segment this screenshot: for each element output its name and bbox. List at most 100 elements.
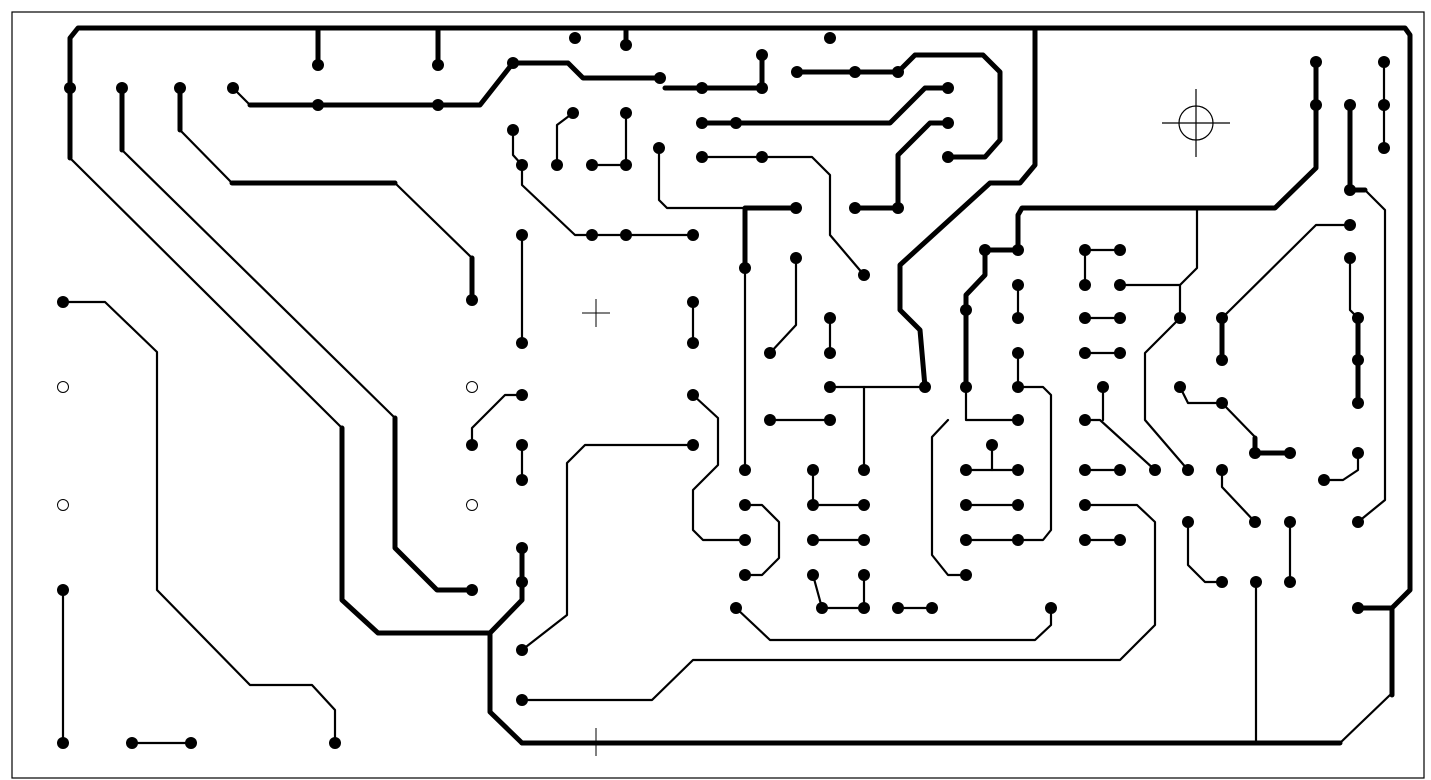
solder-pad	[1012, 347, 1024, 359]
solder-pad	[1079, 312, 1091, 324]
solder-pad	[653, 142, 665, 154]
solder-pad	[466, 439, 478, 451]
solder-pad	[432, 99, 444, 111]
solder-pad	[1378, 56, 1390, 68]
copper-trace	[1220, 468, 1257, 524]
solder-pad	[551, 159, 563, 171]
solder-pad	[516, 229, 528, 241]
solder-pad	[1216, 576, 1228, 588]
solder-pad	[858, 269, 870, 281]
solder-pad	[516, 644, 528, 656]
copper-trace	[1186, 520, 1224, 584]
solder-pad	[57, 584, 69, 596]
solder-pad	[329, 737, 341, 749]
copper-trace	[470, 393, 524, 447]
mounting-hole	[57, 381, 69, 393]
solder-pad	[1249, 516, 1261, 528]
solder-pad	[942, 151, 954, 163]
solder-pad	[1079, 347, 1091, 359]
solder-pad	[64, 82, 76, 94]
copper-trace	[67, 25, 1413, 611]
solder-pad	[1012, 499, 1024, 511]
solder-pad	[687, 296, 699, 308]
solder-pad	[1114, 347, 1126, 359]
solder-pad	[227, 82, 239, 94]
solder-pad	[1114, 244, 1126, 256]
solder-pad	[1378, 142, 1390, 154]
solder-pad	[1352, 516, 1364, 528]
solder-pad	[764, 347, 776, 359]
solder-pad	[739, 534, 751, 546]
solder-pad	[620, 229, 632, 241]
copper-trace	[963, 59, 1319, 390]
copper-trace	[657, 146, 747, 210]
solder-pad	[858, 464, 870, 476]
solder-pad	[466, 584, 478, 596]
copper-trace	[1118, 206, 1199, 287]
solder-pad	[1378, 99, 1390, 111]
solder-pad	[1079, 464, 1091, 476]
solder-pad	[807, 499, 819, 511]
solder-pad	[858, 499, 870, 511]
solder-pad	[507, 57, 519, 69]
solder-pad	[1012, 244, 1024, 256]
copper-trace	[964, 351, 1053, 542]
solder-pad	[1079, 244, 1091, 256]
solder-pad	[764, 414, 776, 426]
copper-trace	[1220, 223, 1352, 320]
solder-pad	[687, 439, 699, 451]
copper-trace	[247, 60, 663, 108]
solder-pad	[516, 576, 528, 588]
solder-pad	[1216, 312, 1228, 324]
solder-pad	[1284, 516, 1296, 528]
solder-pad	[1352, 447, 1364, 459]
solder-pad	[1149, 464, 1161, 476]
copper-trace	[520, 443, 695, 652]
solder-pad	[739, 569, 751, 581]
solder-pad	[516, 694, 528, 706]
solder-pad	[516, 439, 528, 451]
solder-pad	[756, 49, 768, 61]
solder-pad	[620, 107, 632, 119]
copper-trace	[691, 393, 747, 542]
solder-pad	[116, 82, 128, 94]
solder-pad	[824, 414, 836, 426]
solder-pad	[1249, 447, 1261, 459]
solder-pad	[1114, 312, 1126, 324]
solder-pad	[1079, 279, 1091, 291]
solder-pad	[824, 312, 836, 324]
solder-pad	[174, 82, 186, 94]
solder-pad	[807, 534, 819, 546]
solder-pad	[586, 159, 598, 171]
solder-pad	[1012, 381, 1024, 393]
solder-pad	[739, 262, 751, 274]
solder-pad	[1284, 576, 1296, 588]
solder-pad	[1352, 602, 1364, 614]
solder-pad	[1182, 516, 1194, 528]
copper-trace	[392, 415, 475, 593]
solder-pad	[1344, 99, 1356, 111]
solder-pad	[892, 602, 904, 614]
copper-trace	[897, 25, 1038, 390]
solder-pad	[986, 439, 998, 451]
solder-pad	[312, 59, 324, 71]
solder-pad	[942, 117, 954, 129]
solder-pad	[1352, 312, 1364, 324]
solder-pad	[1174, 381, 1186, 393]
solder-pad	[1284, 447, 1296, 459]
solder-pad	[1012, 534, 1024, 546]
solder-pad	[1012, 312, 1024, 324]
copper-trace	[1322, 451, 1360, 482]
solder-pad	[126, 737, 138, 749]
solder-pad	[1045, 602, 1057, 614]
solder-pad	[1079, 499, 1091, 511]
pads	[57, 32, 1390, 749]
solder-pad	[807, 464, 819, 476]
solder-pad	[816, 602, 828, 614]
copper-trace	[339, 425, 525, 636]
copper-trace	[1083, 418, 1157, 472]
solder-pad	[696, 151, 708, 163]
solder-pad	[696, 82, 708, 94]
copper-trace	[68, 156, 344, 430]
solder-pad	[756, 82, 768, 94]
